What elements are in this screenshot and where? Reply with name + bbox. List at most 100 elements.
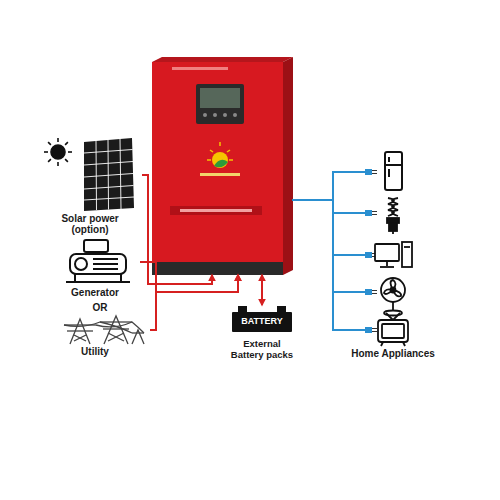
solar-panel-symbol-part	[84, 139, 134, 210]
battery-caption: External Battery packs	[226, 338, 298, 360]
tv-icon-part	[393, 313, 400, 320]
inverter-body-part	[196, 84, 244, 124]
appliance-wiring-part	[365, 327, 372, 333]
appliance-wiring-part	[365, 210, 372, 216]
fridge-icon-part	[385, 164, 402, 166]
solar-wire	[142, 175, 212, 284]
or-label: OR	[86, 302, 114, 313]
utility-tower-symbol	[64, 316, 144, 344]
source-label: Generator	[55, 287, 135, 298]
plug-prongs-part	[372, 211, 377, 212]
battery-symbol	[232, 306, 292, 332]
fan-icon-part	[391, 280, 396, 290]
inverter-body-part	[152, 62, 283, 275]
computer-icon	[375, 242, 412, 267]
battery-symbol-part	[238, 306, 247, 313]
utility-tower-symbol-part	[108, 333, 124, 341]
generator-symbol-part	[70, 254, 126, 274]
inverter-unit	[152, 58, 292, 275]
inverter-body-part-part	[219, 142, 221, 146]
tv-icon	[378, 313, 408, 346]
inverter-body-part	[172, 67, 228, 70]
sun-symbol-part	[48, 159, 51, 162]
generator-symbol-part	[120, 274, 122, 282]
inverter-body-part	[152, 262, 283, 275]
utility-tower-symbol-part	[74, 335, 86, 341]
solar-panel-symbol-part	[84, 138, 134, 211]
tv-icon-part	[382, 324, 404, 338]
inverter-body-part	[223, 113, 227, 117]
plug-prongs-part	[372, 293, 377, 294]
utility-tower-symbol-part	[96, 322, 144, 333]
tv-icon-part	[386, 313, 393, 320]
generator-wire	[140, 262, 238, 292]
appliance-wiring-part	[365, 169, 372, 175]
generator-symbol-part	[74, 274, 76, 282]
plug-prongs-part	[372, 173, 377, 174]
inverter-body-part-part	[229, 159, 233, 161]
battery-pack: BATTERY External Battery packs	[226, 305, 298, 369]
tv-icon-part	[381, 342, 383, 346]
battery-symbol-part	[277, 306, 286, 313]
computer-icon-part	[386, 261, 388, 266]
fan-icon-part	[393, 290, 401, 296]
sun-symbol-part	[57, 138, 59, 142]
utility-tower-symbol-part	[100, 321, 132, 322]
appliance-label: Home Appliances	[348, 348, 438, 359]
appliance-wiring-part	[333, 291, 366, 293]
appliance-wiring	[333, 169, 372, 333]
solar-panel-symbol-part-part	[84, 186, 134, 190]
inverter-body-part	[283, 57, 293, 275]
generator-symbol-part	[84, 240, 108, 252]
generator-symbol-part	[93, 258, 118, 260]
fan-icon	[381, 278, 405, 316]
sun-symbol-part	[68, 151, 72, 153]
utility-wire	[150, 275, 238, 330]
appliance-group: Home Appliances	[332, 150, 442, 364]
fan-icon-part	[381, 278, 405, 302]
tv-icon-part	[378, 320, 408, 342]
solar-panel-symbol-part-part	[84, 197, 134, 200]
generator-symbol-part	[66, 281, 130, 283]
appliance-wiring-part	[365, 252, 372, 258]
fridge-icon	[385, 152, 402, 190]
generator-symbol-part	[75, 258, 87, 270]
inverter-body-part	[152, 57, 293, 62]
utility-tower-symbol-part	[74, 335, 86, 341]
inverter-body-part	[170, 206, 262, 215]
output-wire	[292, 199, 332, 201]
battery-wire	[261, 275, 263, 305]
inverter-body-part	[200, 173, 240, 176]
fridge-icon-part	[388, 157, 390, 162]
inverter-body-part-part	[207, 159, 211, 161]
computer-icon-part	[375, 244, 399, 261]
battery-symbol-part	[232, 312, 292, 332]
battery-marking: BATTERY	[232, 316, 292, 327]
sun-symbol	[44, 138, 72, 166]
sun-symbol-part	[51, 145, 65, 159]
generator-symbol-part	[93, 268, 118, 270]
appliance-wiring-part	[332, 171, 334, 331]
plug-prongs-part	[372, 290, 377, 291]
source-label: Utility	[55, 346, 135, 357]
utility-tower-symbol-part	[64, 322, 132, 333]
appliance-wiring-part	[333, 254, 366, 256]
sun-symbol-part	[65, 159, 68, 162]
solar-panel-symbol-part-part	[108, 140, 110, 210]
appliance-wiring-part	[333, 212, 366, 214]
inverter-body-part	[214, 160, 228, 168]
tv-icon-part	[403, 342, 405, 346]
bulb-icon-part	[392, 198, 398, 216]
inverter-body-part	[212, 152, 228, 168]
solar-panel-symbol-part-part	[84, 162, 133, 166]
sun-symbol-part	[48, 142, 51, 145]
plug-prongs-part	[372, 331, 377, 332]
plug-prongs-part	[372, 214, 377, 215]
inverter-body-part	[233, 113, 237, 117]
solar-source: Solar power (option)	[38, 132, 142, 234]
appliance-wiring-part	[365, 289, 372, 295]
inverter-body-part	[200, 88, 240, 108]
sun-symbol-part	[57, 162, 59, 166]
